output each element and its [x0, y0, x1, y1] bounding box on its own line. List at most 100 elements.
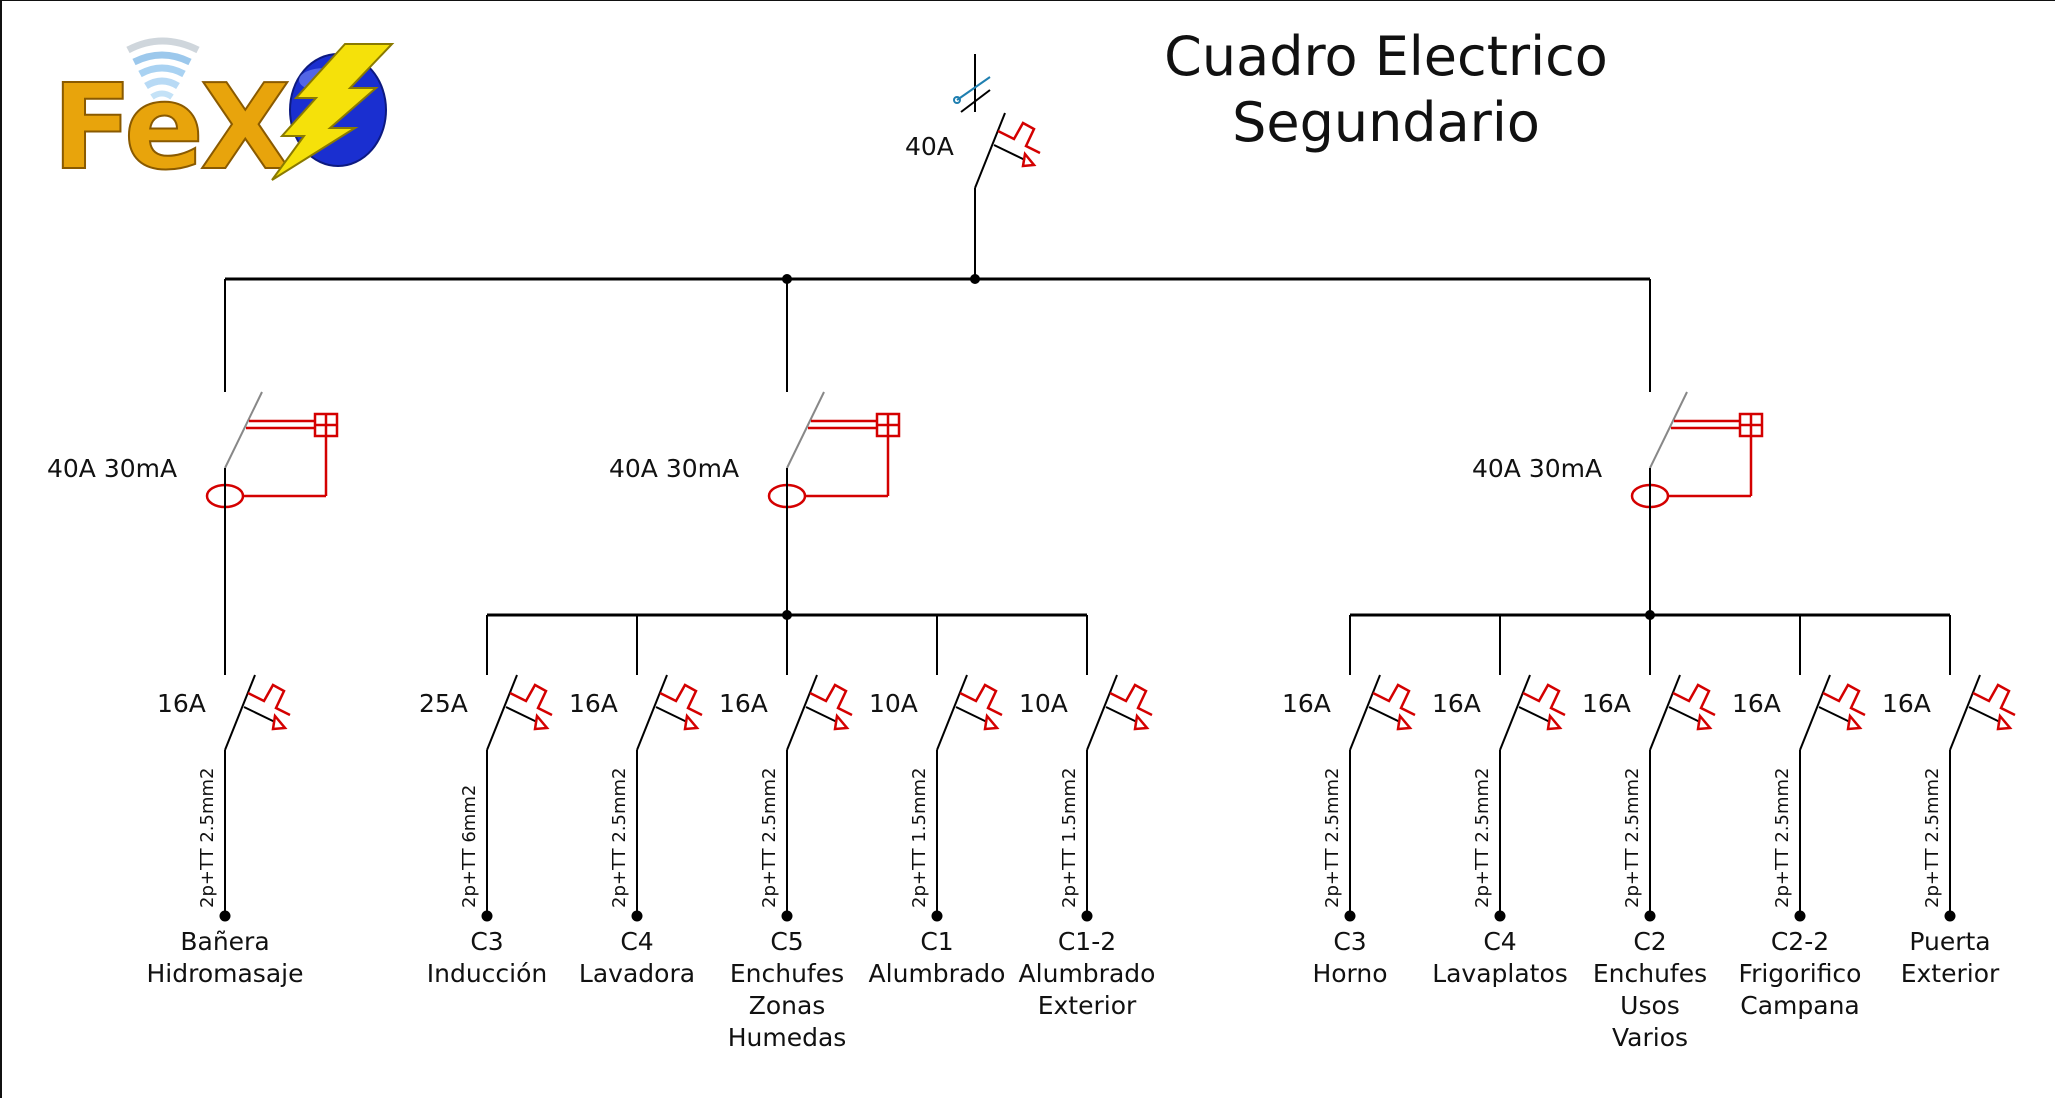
lightning-bolt-icon — [271, 43, 395, 181]
circuit-label: C4 — [1483, 927, 1516, 956]
circuit-label: Enchufes — [1593, 959, 1707, 988]
magnetic-trip-arm — [955, 706, 988, 723]
thermal-trip-icon — [1822, 683, 1866, 717]
breaker-switch — [1086, 674, 1118, 751]
breaker-switch — [1799, 674, 1831, 751]
circuit-terminal-dot — [1944, 910, 1956, 922]
breaker-switch — [486, 674, 518, 751]
breaker-switch — [1949, 674, 1981, 751]
circuit-label: Puerta — [1909, 927, 1990, 956]
isolator-mark — [960, 89, 991, 113]
circuit-label: Enchufes — [730, 959, 844, 988]
thermal-trip-icon — [247, 683, 291, 717]
breaker-rating: 16A — [1432, 689, 1481, 718]
isolator-handle — [956, 76, 991, 101]
magnetic-trip-icon — [1996, 713, 2013, 731]
magnetic-trip-arm — [1668, 706, 1701, 723]
circuit-label: C4 — [620, 927, 653, 956]
rcd-rating: 40A 30mA — [47, 454, 177, 483]
circuit-label: Campana — [1740, 991, 1859, 1020]
magnetic-trip-arm — [655, 706, 688, 723]
junction-dot — [970, 274, 980, 284]
thermal-trip-icon — [1522, 683, 1566, 717]
cable-spec: 2p+TT 2.5mm2 — [759, 767, 780, 908]
title-line-1: Cuadro Electrico — [1164, 25, 1608, 88]
fex-logo: FeX — [51, 37, 395, 197]
breaker-rating: 16A — [1582, 689, 1631, 718]
circuit-label: Exterior — [1901, 959, 2000, 988]
magnetic-trip-arm — [505, 706, 538, 723]
magnetic-trip-icon — [983, 713, 1000, 731]
magnetic-trip-icon — [683, 713, 700, 731]
cable-spec: 2p+TT 2.5mm2 — [1322, 767, 1343, 908]
breaker-rating: 10A — [869, 689, 918, 718]
breaker-switch — [1349, 674, 1381, 751]
circuit-label: Lavadora — [579, 959, 695, 988]
circuit-terminal-dot — [219, 910, 231, 922]
circuit-label: Bañera — [180, 927, 269, 956]
magnetic-trip-arm — [1105, 706, 1138, 723]
circuit-terminal-dot — [1494, 910, 1506, 922]
thermal-trip-icon — [1972, 683, 2016, 717]
breaker-switch — [936, 674, 968, 751]
rcd-switch — [224, 391, 263, 469]
cable-spec: 2p+TT 2.5mm2 — [1772, 767, 1793, 908]
breaker-rating: 16A — [157, 689, 206, 718]
circuit-terminal-dot — [1794, 910, 1806, 922]
cable-spec: 2p+TT 2.5mm2 — [1622, 767, 1643, 908]
circuit-label: Alumbrado — [1019, 959, 1156, 988]
wifi-signal-icon — [126, 37, 200, 100]
cable-spec: 2p+TT 1.5mm2 — [1059, 767, 1080, 908]
breaker-switch — [636, 674, 668, 751]
rcd-rating: 40A 30mA — [1472, 454, 1602, 483]
cable-spec: 2p+TT 6mm2 — [459, 785, 480, 908]
circuit-terminal-dot — [481, 910, 493, 922]
breaker-switch — [224, 674, 256, 751]
circuit-terminal-dot — [1081, 910, 1093, 922]
magnetic-trip-icon — [533, 713, 550, 731]
rcd-switch — [786, 391, 825, 469]
rcd-3: 40A 30mA — [1472, 279, 1764, 615]
thermal-trip-icon — [509, 683, 553, 717]
circuit-label: Alumbrado — [869, 959, 1006, 988]
title-line-2: Segundario — [1232, 91, 1540, 154]
circuit-label: Usos — [1620, 991, 1680, 1020]
circuit-terminal-dot — [1644, 910, 1656, 922]
breaker-rating: 16A — [569, 689, 618, 718]
magnetic-trip-arm — [1518, 706, 1551, 723]
circuit-label: Inducción — [427, 959, 548, 988]
magnetic-trip-icon — [1696, 713, 1713, 731]
circuit-terminal-dot — [1344, 910, 1356, 922]
breaker-rating: 10A — [1019, 689, 1068, 718]
circuit-label: C3 — [470, 927, 503, 956]
rcd-rating: 40A 30mA — [609, 454, 739, 483]
circuit-label: C1 — [920, 927, 953, 956]
circuit-terminal-dot — [781, 910, 793, 922]
thermal-trip-icon — [659, 683, 703, 717]
rcd-1: 40A 30mA — [47, 279, 339, 615]
thermal-trip-icon — [1672, 683, 1716, 717]
rcd-2: 40A 30mA — [609, 279, 901, 615]
circuit-terminal-dot — [931, 910, 943, 922]
magnetic-trip-arm — [243, 706, 276, 723]
circuit-label: C1-2 — [1058, 927, 1116, 956]
magnetic-trip-arm — [805, 706, 838, 723]
circuit-label: Zonas — [749, 991, 826, 1020]
circuit-label: C2 — [1633, 927, 1666, 956]
thermal-trip-icon — [1109, 683, 1153, 717]
main-breaker-rating: 40A — [905, 132, 954, 161]
rcd-switch — [1649, 391, 1688, 469]
circuit-label: C5 — [770, 927, 803, 956]
magnetic-trip-icon — [271, 713, 288, 731]
magnetic-trip-arm — [1368, 706, 1401, 723]
